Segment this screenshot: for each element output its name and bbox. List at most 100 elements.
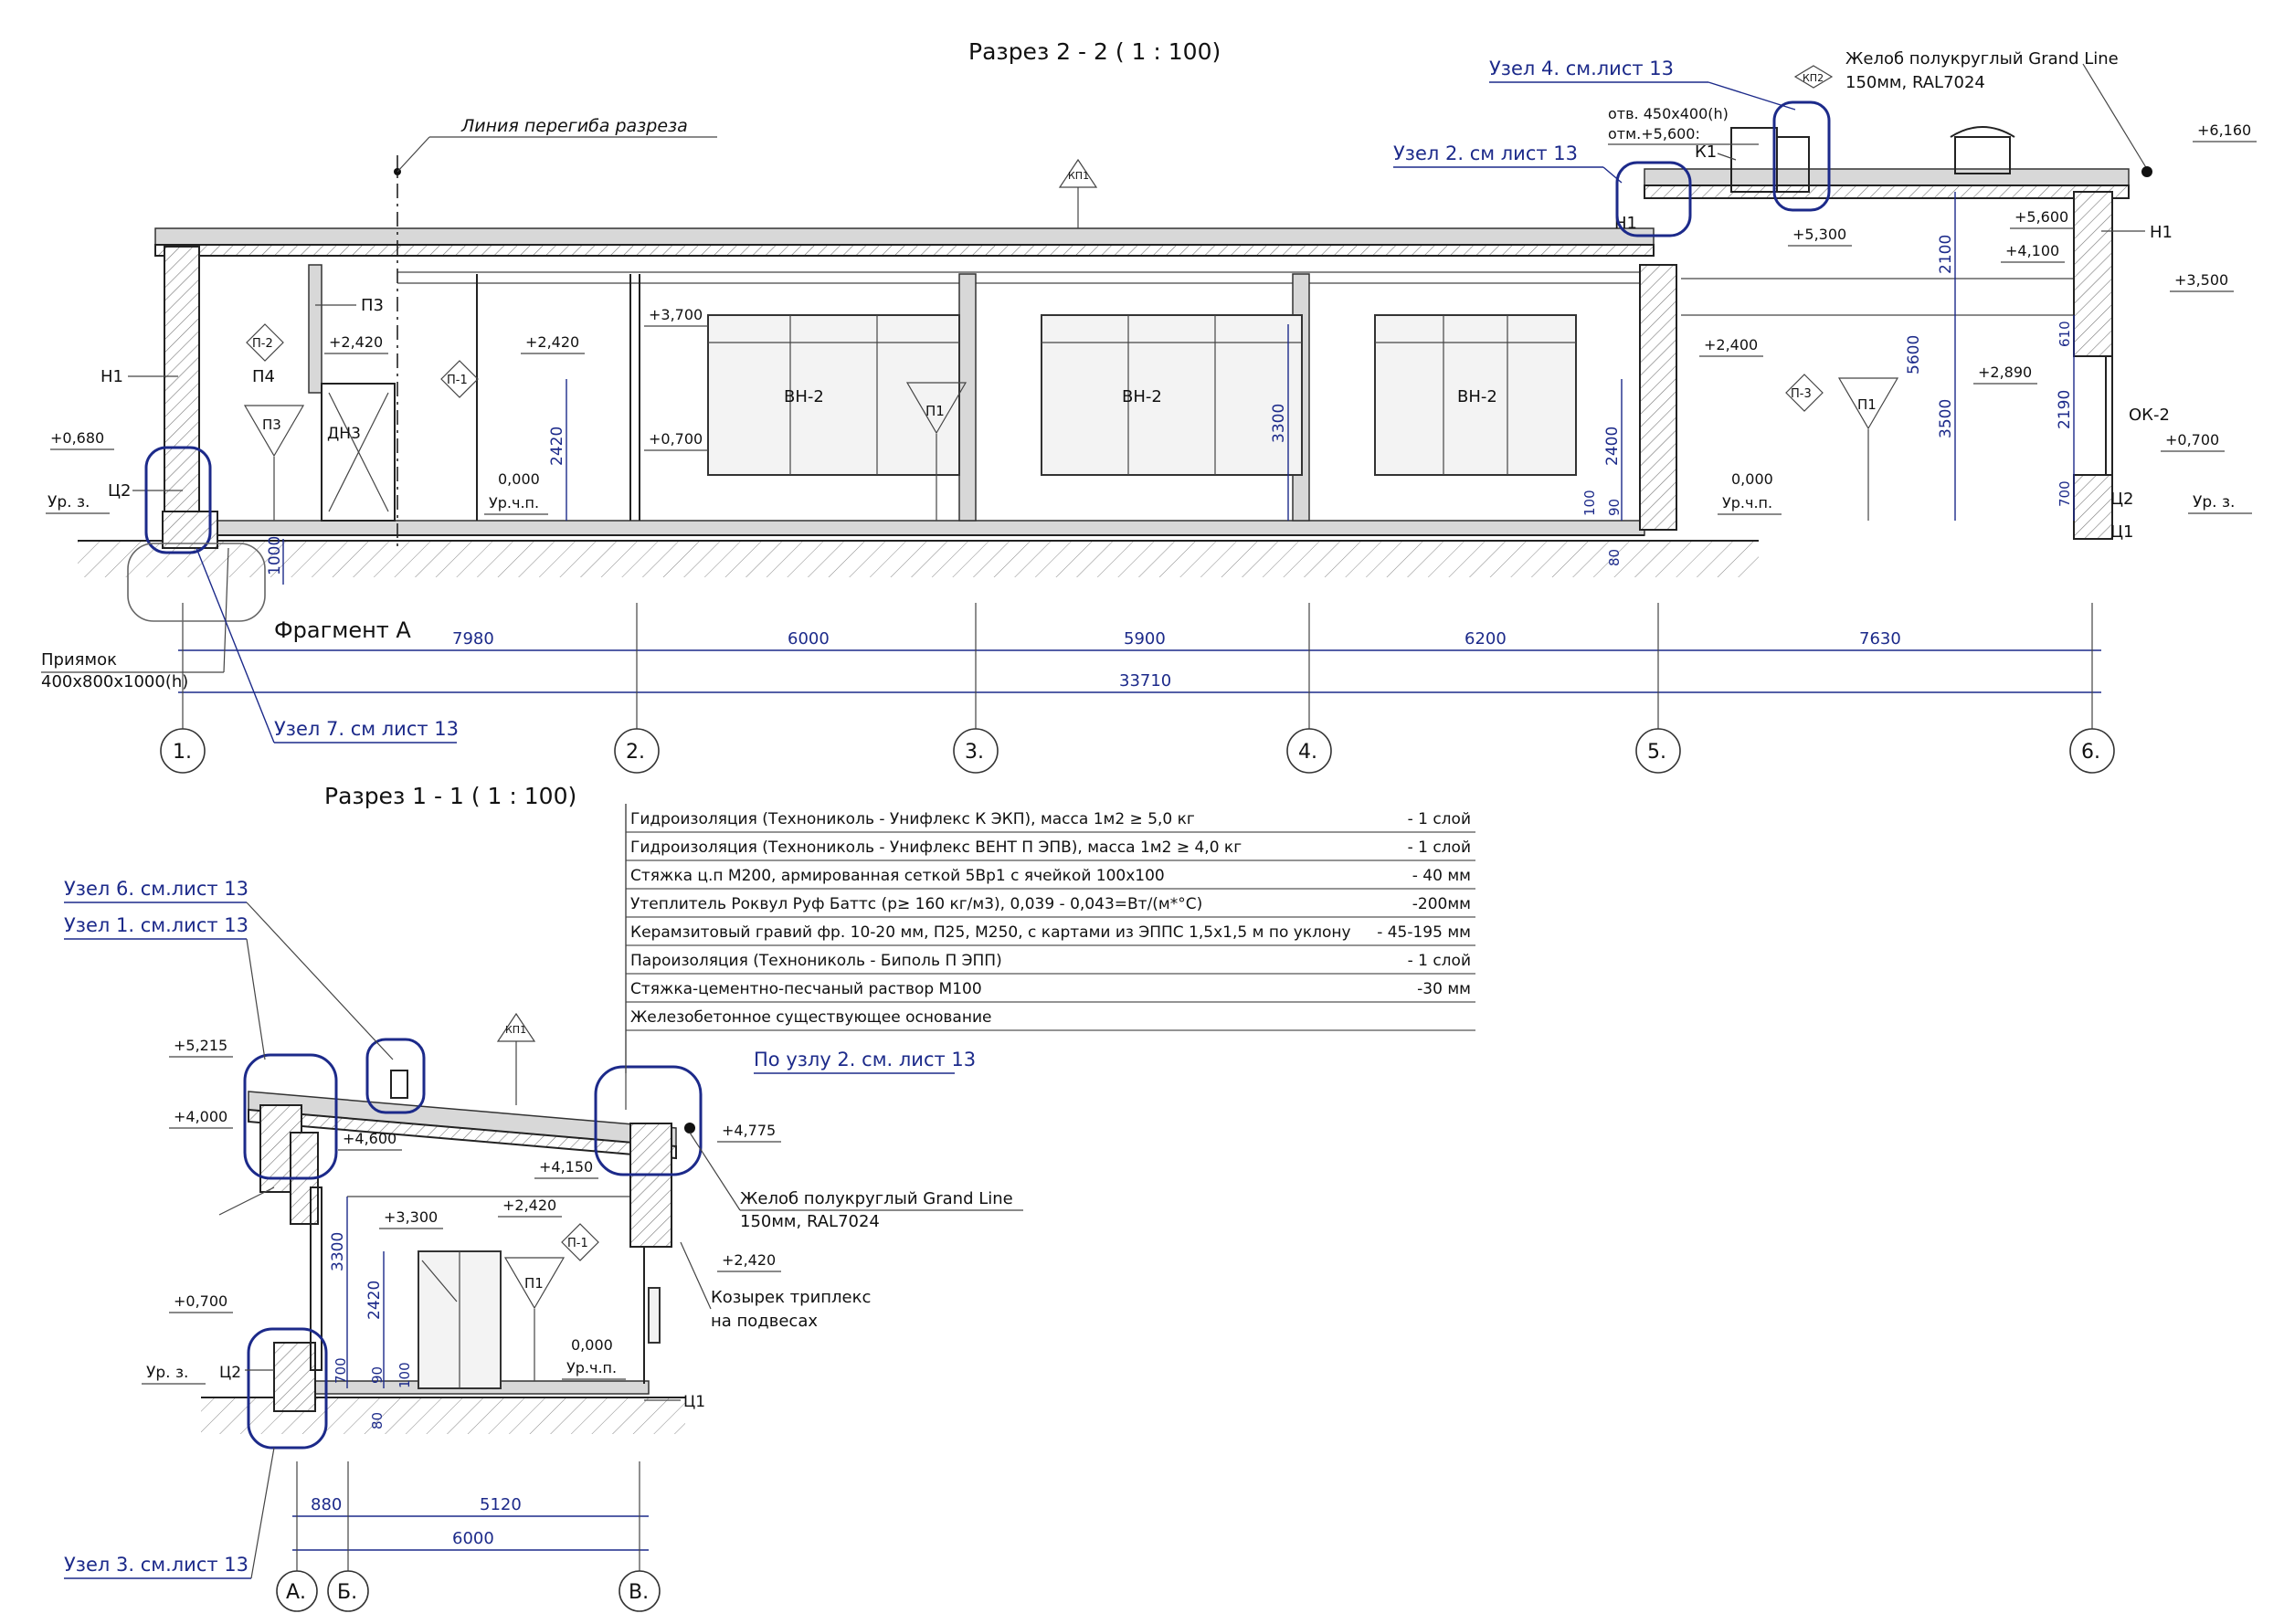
node-circle-uzel6: [365, 1038, 426, 1114]
p2-diamond: [246, 323, 284, 362]
roof-layers-table: Гидроизоляция (Технониколь - Унифлекс К …: [625, 804, 1475, 1073]
level-0000-b: 0,000: [1731, 470, 1773, 488]
level-5300: +5,300: [1792, 226, 1846, 243]
column-a: [310, 1186, 323, 1371]
level-6160: +6,160: [2197, 121, 2251, 139]
level-0000-c: 0,000: [571, 1336, 613, 1354]
p1-marker-a-label: П1: [925, 403, 945, 419]
callout-pit-leader: [223, 547, 229, 673]
axis-5-label: 5.: [1647, 741, 1666, 764]
tag-ok2: ОК-2: [2129, 406, 2170, 425]
vdim-1000: 1000: [266, 536, 284, 575]
hdim-7980: 7980: [452, 629, 494, 649]
level-3700: +3,700: [649, 306, 703, 323]
callout-uzel3: Узел 3. см.лист 13: [64, 1554, 248, 1576]
axis-b-label: Б.: [337, 1581, 357, 1604]
wall-axis-5: [1639, 264, 1677, 531]
door-dn3: [321, 383, 396, 522]
kp1-label-1-1: КП1: [505, 1024, 526, 1036]
level-4775: +4,775: [722, 1122, 776, 1139]
p2-diamond-label: П-2: [252, 337, 273, 351]
callout-uzel1-leader: [246, 938, 266, 1060]
level-2420-d: +2,420: [722, 1251, 776, 1269]
vdim-3300-b: 3300: [329, 1232, 347, 1271]
hdim-7630: 7630: [1859, 629, 1901, 649]
wall-axis-6-upper: [2073, 191, 2113, 357]
p-1-diamond-label: П-1: [447, 374, 468, 387]
p-1-diamond-1-1-label: П-1: [567, 1237, 588, 1250]
tag-ts1-1-1: Ц1: [683, 1393, 705, 1411]
layer-row-name: Гидроизоляция (Технониколь - Унифлекс К …: [630, 810, 1195, 828]
tag-p3: П3: [361, 296, 384, 315]
callout-gutter-1-1-leader: [689, 1132, 741, 1211]
axis-bubble-5: [1635, 728, 1681, 774]
roof-slab-high: [1644, 168, 2130, 186]
tag-ts2-right: Ц2: [2110, 490, 2133, 509]
tag-dn3: ДН3: [327, 425, 361, 443]
level-2420-b: +2,420: [525, 333, 579, 351]
window-vn2-b: [1041, 314, 1303, 476]
ground-label-left: Ур. з.: [48, 493, 90, 511]
node-circle-uzel1: [243, 1053, 338, 1180]
wall-v-upper: [629, 1123, 672, 1248]
callout-uzel2: Узел 2. см лист 13: [1393, 142, 1578, 164]
tag-ts1-right: Ц1: [2110, 522, 2133, 542]
layer-row-name: Керамзитовый гравий фр. 10-20 мм, П25, М…: [630, 923, 1351, 942]
floor-slab-2-2: [209, 520, 1645, 536]
callout-canopy-1: Козырек триплекс: [711, 1288, 871, 1307]
ground-label-right: Ур. з.: [2193, 493, 2235, 511]
wall-a-base: [273, 1342, 316, 1412]
level-2420-c: +2,420: [502, 1197, 556, 1214]
layer-row-name: Пароизоляция (Технониколь - Биполь П ЭПП…: [630, 952, 1002, 970]
callout-uzel7-leader: [196, 547, 275, 743]
kp2-label: КП2: [1803, 72, 1824, 84]
layer-row-name: Стяжка ц.п М200, армированная сеткой 5Вр…: [630, 867, 1165, 885]
callout-canopy-leader: [680, 1241, 712, 1310]
column-3: [958, 273, 977, 522]
node-circle-uzel4: [1772, 100, 1831, 212]
fold-line-label: Линия перегиба разреза: [460, 116, 688, 136]
axis-a-label: А.: [286, 1581, 306, 1604]
axis-6-label: 6.: [2081, 741, 2100, 764]
roof-vent-1-1: [390, 1070, 408, 1099]
hdim-6000-b: 6000: [452, 1529, 494, 1548]
gutter-dot-1-1: [684, 1123, 695, 1134]
layer-row-value: - 1 слой: [1408, 838, 1471, 857]
p1-marker-b-label: П1: [1857, 396, 1877, 413]
vdim-90: 90: [1606, 499, 1623, 516]
roof-deck-high: [1644, 185, 2130, 199]
vdim-610: 610: [2057, 321, 2073, 347]
window-vn2-a: [707, 314, 960, 476]
layer-row-value: - 1 слой: [1408, 810, 1471, 828]
hdim-5120: 5120: [480, 1495, 522, 1514]
level-5600: +5,600: [2014, 208, 2068, 226]
axis-bubble-b: [327, 1570, 369, 1612]
vdim-2190: 2190: [2056, 390, 2074, 429]
layer-row-name: Гидроизоляция (Технониколь - Унифлекс ВЕ…: [630, 838, 1242, 857]
axis-bubble-2: [614, 728, 660, 774]
callout-uzel4-leader: [1708, 81, 1796, 111]
tag-k1: К1: [1695, 142, 1717, 162]
vdim-2420-b: 2420: [365, 1281, 384, 1320]
section-2-2-title: Разрез 2 - 2 ( 1 : 100): [968, 38, 1221, 65]
level-0700-c: +0,700: [174, 1292, 227, 1310]
roof-deck-1-1: [248, 1108, 677, 1160]
level-marks-1-1: +5,215 +4,000 +4,600 +4,150 +4,775 +3,30…: [142, 1037, 781, 1411]
p1-marker-1-1: [503, 1257, 566, 1310]
vdim-80-b: 80: [369, 1412, 386, 1429]
horizontal-dims-2-2: 7980 6000 5900 6200 7630 33710: [178, 603, 2101, 731]
label-vn2-b: ВН-2: [1122, 387, 1162, 406]
callout-uzel2-leader: [1602, 166, 1623, 184]
vent-right: [1954, 136, 2011, 174]
layer-row-value: -30 мм: [1417, 980, 1471, 998]
axis-2-label: 2.: [626, 741, 645, 764]
axis-v-label: В.: [629, 1581, 649, 1604]
p-3-diamond: [1785, 374, 1824, 412]
vdim-700-b: 700: [333, 1357, 349, 1384]
section-1-1-title: Разрез 1 - 1 ( 1 : 100): [324, 783, 576, 809]
roof-deck-main: [154, 244, 1655, 257]
callout-pit-2: 400х800х1000(h): [41, 672, 188, 691]
vdim-100: 100: [1581, 490, 1598, 516]
callout-uzel2b: По узлу 2. см. лист 13: [754, 1049, 976, 1070]
